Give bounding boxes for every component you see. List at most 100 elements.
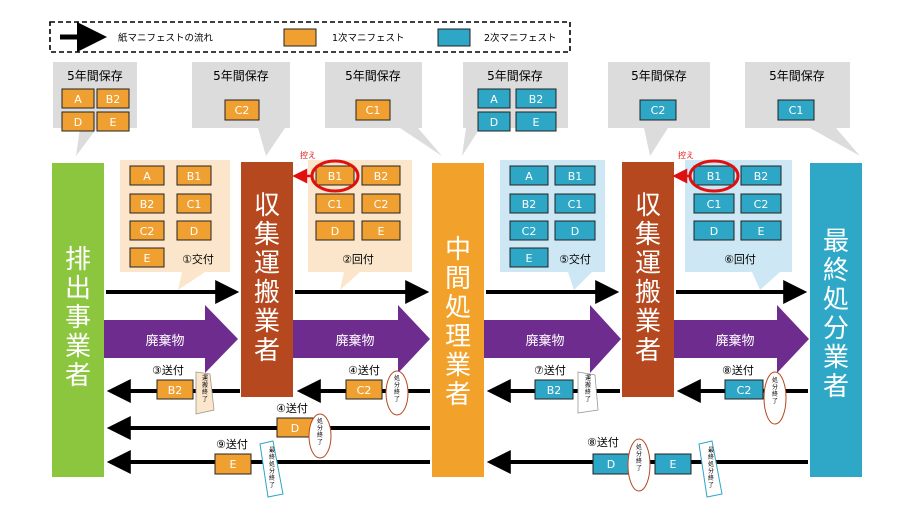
actor-label-char: 処 [445, 293, 471, 323]
send-4a: ④送付 C2 処分終了 [345, 363, 409, 416]
note-item: B1 [707, 170, 722, 183]
storage-label: 5年間保存 [67, 69, 123, 83]
legend: 紙マニフェストの流れ 1次マニフェスト 2次マニフェスト [49, 21, 571, 53]
send-label: ④送付 [348, 363, 380, 377]
actor-label-char: 業 [823, 343, 849, 373]
done-text: 処分終了 [394, 374, 400, 403]
copy-label: 控え [678, 150, 694, 160]
note-item: C2 [754, 198, 769, 211]
actor-label-char: 最 [823, 227, 849, 257]
copy-marker-2: 控え [672, 150, 740, 193]
storage-item: B2 [106, 93, 121, 106]
send-label: ⑦送付 [534, 363, 566, 377]
legend-secondary: 2次マニフェスト [484, 32, 557, 44]
send-8b: ⑧送付 D 処分終了 [587, 435, 651, 492]
note-caption: ②回付 [342, 253, 374, 266]
note-item: B1 [568, 170, 583, 183]
actor-label-char: 者 [823, 372, 849, 402]
actor-label-char: 搬 [635, 278, 661, 308]
storage-label: 5年間保存 [769, 69, 825, 83]
send-item: B2 [547, 384, 562, 397]
actor-label-char: 処 [823, 285, 849, 315]
waste-label: 廃棄物 [145, 333, 184, 349]
legend-primary: 1次マニフェスト [332, 32, 405, 44]
send-8c: E 最終処分終了 [654, 440, 723, 498]
storage-item: C2 [235, 104, 250, 117]
actor-label-char: 者 [635, 336, 661, 366]
actor-label-char: 収 [635, 191, 661, 221]
done-text: 最終処分終了 [708, 447, 714, 489]
actor-label-char: 運 [254, 249, 280, 279]
note-item: C1 [568, 198, 583, 211]
note-item: B2 [140, 198, 155, 211]
actor-label-char: 収 [254, 191, 280, 221]
actor-label-char: 者 [65, 361, 91, 391]
storage-item: E [533, 116, 540, 129]
legend-secondary-swatch [437, 28, 471, 47]
note-item: C1 [707, 198, 722, 211]
storage-item: D [74, 116, 82, 129]
send-9: ⑨送付 E 最終処分終了 [214, 437, 284, 498]
actor-label-char: 理 [445, 322, 471, 352]
storage-label: 5年間保存 [345, 69, 401, 83]
waste-arrow [674, 305, 809, 373]
note-item: C2 [374, 198, 389, 211]
done-tag [577, 371, 599, 414]
send-4b: ④送付 D 処分終了 [276, 401, 332, 459]
actor-label-char: 搬 [254, 278, 280, 308]
storage-bubble-1: 5年間保存 A B2 D E [53, 62, 137, 156]
storage-item: A [490, 93, 498, 106]
storage-bubble-6: 5年間保存 C1 [745, 62, 860, 156]
storage-item: C1 [789, 104, 804, 117]
note-item: D [571, 225, 579, 238]
actor-label-char: 集 [635, 220, 661, 250]
legend-frame [49, 21, 571, 53]
send-item: B2 [168, 384, 183, 397]
waste-arrow [484, 305, 621, 373]
done-text: 処分終了 [317, 417, 323, 446]
note-item: A [525, 170, 533, 183]
storage-item: B2 [529, 93, 544, 106]
note-item: C1 [328, 198, 343, 211]
actor-label-char: 運 [635, 249, 661, 279]
note-issue-1: A B1 B2 C1 C2 D E ①交付 [120, 160, 230, 290]
note-item: D [710, 225, 718, 238]
waste-label: 廃棄物 [525, 333, 564, 349]
send-8a: ⑧送付 C2 処分終了 [722, 363, 787, 425]
done-tag [259, 440, 284, 498]
actor-label-char: 排 [65, 245, 91, 275]
send-7: ⑦送付 B2 運搬終了 [534, 363, 599, 414]
send-label: ⑧送付 [587, 435, 619, 449]
note-item: E [378, 225, 385, 238]
storage-label: 5年間保存 [487, 69, 543, 83]
send-label: ⑨送付 [216, 437, 248, 451]
note-item: C2 [140, 225, 155, 238]
note-item: B2 [522, 198, 537, 211]
note-caption: ①交付 [182, 252, 214, 266]
send-item: D [607, 458, 615, 471]
waste-label: 廃棄物 [715, 333, 754, 349]
note-item: B1 [328, 170, 343, 183]
done-tag [195, 371, 215, 415]
send-label: ④送付 [276, 401, 308, 415]
note-item: C2 [522, 225, 537, 238]
note-item: D [190, 225, 198, 238]
done-tag [308, 413, 332, 459]
actor-label-char: 者 [445, 380, 471, 410]
done-text: 運搬終了 [585, 375, 591, 403]
storage-item: E [110, 116, 117, 129]
send-item: E [230, 458, 237, 471]
note-item: B1 [187, 170, 202, 183]
storage-item: C1 [366, 104, 381, 117]
storage-item: D [490, 116, 498, 129]
note-item: A [143, 170, 151, 183]
storage-item: A [74, 93, 82, 106]
actor-label-char: 間 [445, 264, 471, 294]
storage-bubble-4: 5年間保存 A B2 D E [462, 62, 568, 156]
storage-bubble-3: 5年間保存 C1 [325, 62, 442, 156]
